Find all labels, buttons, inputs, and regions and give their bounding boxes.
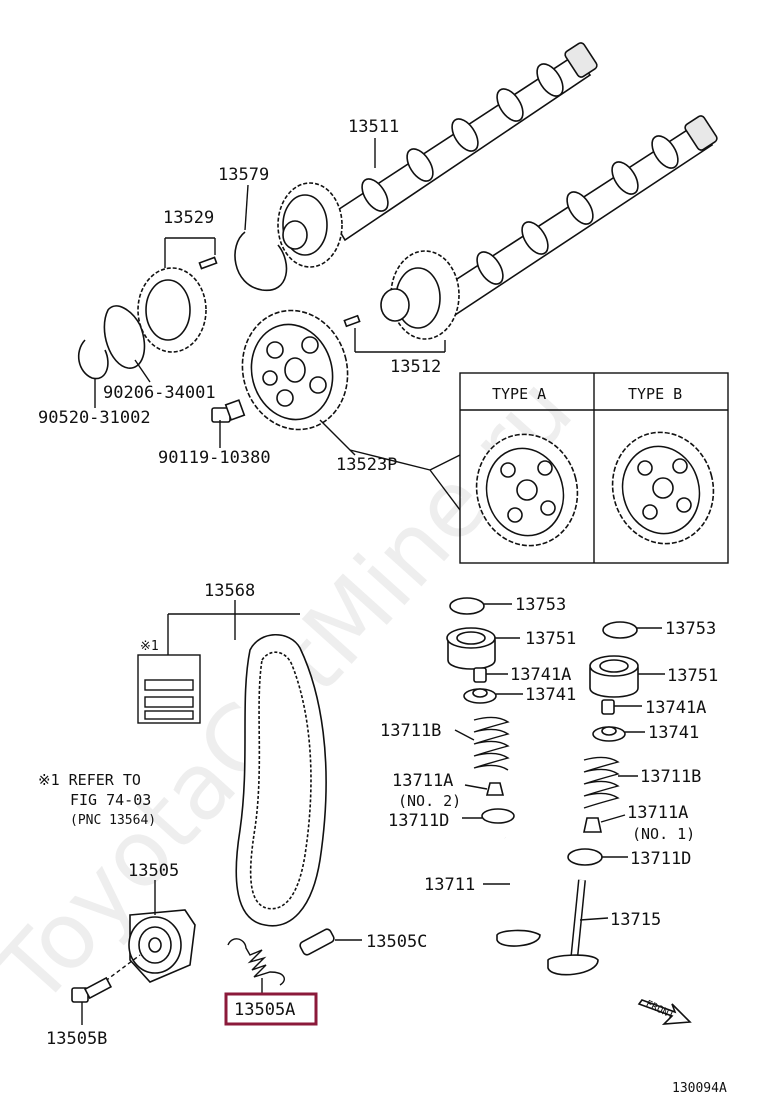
- bolt-90119[interactable]: [211, 399, 246, 423]
- shim-13753-right[interactable]: [602, 621, 638, 639]
- valve-13715[interactable]: [547, 879, 599, 976]
- label-13529: 13529: [163, 208, 214, 228]
- gear-13529[interactable]: [137, 267, 207, 353]
- timing-belt-13568[interactable]: [235, 634, 327, 927]
- label-90520-31002: 90520-31002: [38, 408, 151, 428]
- type-box: TYPE A TYPE B: [349, 372, 729, 564]
- spring-13505A[interactable]: [227, 938, 285, 986]
- label-no2: (NO. 2): [398, 792, 461, 810]
- seat-13711A-right[interactable]: [583, 817, 602, 833]
- key-13529[interactable]: [198, 256, 218, 270]
- sprocket-type-a[interactable]: [464, 423, 590, 557]
- gear-upper-cam[interactable]: [277, 182, 343, 268]
- label-13523P: 13523P: [336, 455, 397, 475]
- seal-13711D-right[interactable]: [567, 848, 603, 866]
- shim-13753-left[interactable]: [449, 597, 485, 615]
- camshaft-13512[interactable]: [438, 114, 718, 317]
- snap-ring-90520[interactable]: [77, 339, 109, 380]
- label-no1: (NO. 1): [632, 825, 695, 843]
- label-13511: 13511: [348, 117, 399, 137]
- retainer-13741-left[interactable]: [463, 688, 497, 704]
- label-13711D-right: 13711D: [630, 849, 691, 869]
- seal-13711D-left[interactable]: [481, 808, 515, 824]
- retainer-13741-right[interactable]: [592, 726, 626, 742]
- label-13715: 13715: [610, 910, 661, 930]
- label-13753-right: 13753: [665, 619, 716, 639]
- note-line-3: (PNC 13564): [70, 813, 156, 828]
- pin-13512[interactable]: [343, 314, 361, 328]
- label-13741-right: 13741: [648, 723, 699, 743]
- highlight-box-13505A[interactable]: [224, 992, 318, 1026]
- camshaft-13511[interactable]: [328, 41, 598, 242]
- label-13753-left: 13753: [515, 595, 566, 615]
- bolt-13505B[interactable]: [71, 976, 113, 1003]
- label-13505B: 13505B: [46, 1029, 107, 1049]
- label-90119-10380: 90119-10380: [158, 448, 271, 468]
- label-13751-right: 13751: [667, 666, 718, 686]
- label-13505A[interactable]: 13505A: [234, 1000, 295, 1020]
- valve-13711[interactable]: [496, 837, 541, 947]
- label-90206-34001: 90206-34001: [103, 383, 216, 403]
- label-13505: 13505: [128, 861, 179, 881]
- washer-90206[interactable]: [103, 305, 146, 369]
- figure-code: 130094A: [672, 1081, 727, 1096]
- snap-ring-13579[interactable]: [234, 231, 288, 291]
- type-b-label: TYPE B: [628, 385, 682, 403]
- label-13751-left: 13751: [525, 629, 576, 649]
- sprocket-13523P[interactable]: [229, 299, 361, 442]
- label-13711B-right: 13711B: [640, 767, 701, 787]
- keeper-13741A-right[interactable]: [601, 699, 615, 715]
- label-13741-left: 13741: [525, 685, 576, 705]
- spring-13711B-left[interactable]: [473, 716, 510, 771]
- label-13741A-right: 13741A: [645, 698, 706, 718]
- front-label: FRONT: [644, 999, 676, 1022]
- spring-13711B-right[interactable]: [583, 756, 620, 809]
- sprocket-type-b[interactable]: [600, 421, 726, 555]
- pin-13505C[interactable]: [299, 928, 336, 956]
- label-13711: 13711: [424, 875, 475, 895]
- note-line-1: ※1 REFER TO: [38, 771, 141, 789]
- label-13711A-right: 13711A: [627, 803, 688, 823]
- lifter-13751-left[interactable]: [446, 627, 496, 670]
- note-line-2: FIG 74-03: [70, 791, 151, 809]
- label-13711A-left: 13711A: [392, 771, 453, 791]
- label-13711D-left: 13711D: [388, 811, 449, 831]
- lifter-13751-right[interactable]: [589, 655, 639, 698]
- type-a-label: TYPE A: [492, 385, 546, 403]
- front-arrow: FRONT: [637, 999, 692, 1025]
- seat-13711A-left[interactable]: [485, 782, 505, 796]
- note-marker: ※1: [140, 639, 159, 654]
- label-13505C: 13505C: [366, 932, 427, 952]
- tensioner-13505[interactable]: [128, 909, 196, 983]
- label-13568: 13568: [204, 581, 255, 601]
- label-13711B-left: 13711B: [380, 721, 441, 741]
- belt-label-tag: ※1: [137, 639, 201, 724]
- gear-lower-cam[interactable]: [380, 250, 460, 340]
- label-13512: 13512: [390, 357, 441, 377]
- label-13579: 13579: [218, 165, 269, 185]
- keeper-13741A-left[interactable]: [473, 667, 487, 683]
- label-13741A-left: 13741A: [510, 665, 571, 685]
